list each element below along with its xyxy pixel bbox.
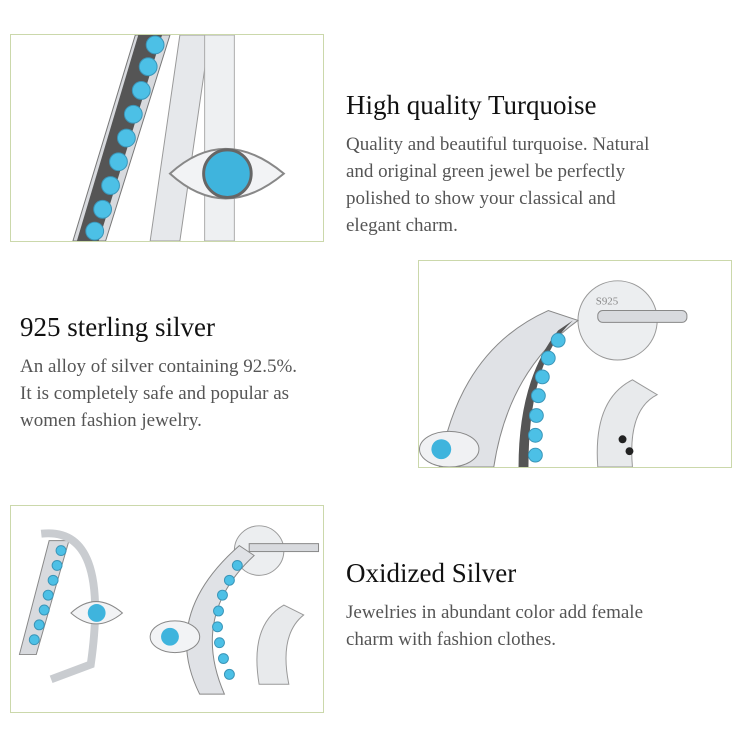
description-line: elegant charm. [346,215,458,236]
product-closeup-earring-side-image: S925 [418,260,732,468]
description-line: It is completely safe and popular as [20,383,290,404]
product-closeup-ring-image [10,34,324,242]
product-pair-image [10,505,324,713]
description-line: Jewelries in abundant color add female [346,602,644,623]
section-title: Oxidized Silver [346,558,517,588]
earring-eye-closeup-illustration [72,35,286,241]
earring-side-illustration: S925 [419,280,688,467]
section-description: Quality and beautiful turquoise. Natural… [346,131,726,239]
stamp-text: S925 [596,296,619,308]
section-title: 925 sterling silver [20,312,215,342]
section-description: An alloy of silver containing 92.5%. It … [20,353,400,434]
description-line: Quality and beautiful turquoise. Natural [346,134,650,155]
section-description: Jewelries in abundant color add female c… [346,599,726,653]
earring-pair-illustration [18,525,320,695]
description-line: and original green jewel be perfectly [346,161,626,182]
description-line: women fashion jewelry. [20,410,202,431]
description-line: polished to show your classical and [346,188,616,209]
description-line: An alloy of silver containing 92.5%. [20,356,298,377]
description-line: charm with fashion clothes. [346,629,557,650]
section-title: High quality Turquoise [346,90,597,120]
